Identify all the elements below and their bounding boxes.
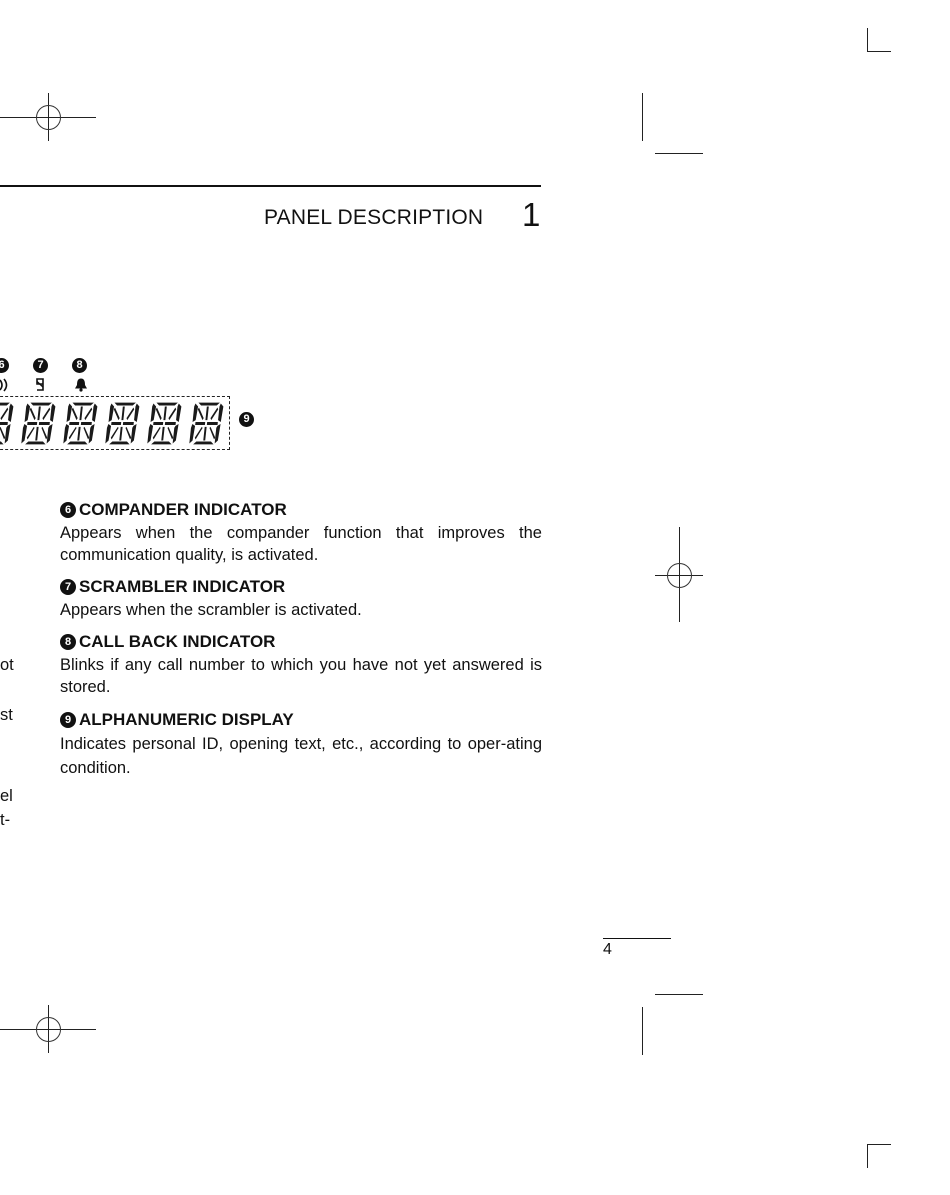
section-number: 8	[60, 634, 76, 650]
page-number: 4	[603, 941, 612, 958]
callout-8: 8	[72, 358, 87, 373]
callout-9: 9	[239, 412, 254, 427]
section-body: Appears when the scrambler is activated.	[60, 601, 362, 619]
section-compander: 6 COMPANDER INDICATOR Appears when the c…	[60, 500, 542, 566]
page-number-rule	[603, 938, 671, 939]
section-body: Blinks if any call number to which you h…	[60, 656, 542, 696]
callout-6: 6	[0, 358, 9, 373]
lcd-digit	[21, 402, 56, 445]
scrambler-icon	[36, 378, 44, 391]
section-heading: 7 SCRAMBLER INDICATOR	[60, 577, 542, 597]
edge-fragment: st	[0, 706, 13, 724]
chapter-number: 1	[522, 196, 541, 233]
section-alphanumeric: 9 ALPHANUMERIC DISPLAY Indicates persona…	[60, 710, 542, 780]
section-heading: 6 COMPANDER INDICATOR	[60, 500, 542, 520]
bell-icon	[75, 378, 87, 392]
section-title: COMPANDER INDICATOR	[79, 500, 287, 519]
section-call-back: 8 CALL BACK INDICATOR Blinks if any call…	[60, 632, 542, 698]
lcd-digit	[105, 402, 140, 445]
section-body: Indicates personal ID, opening text, etc…	[60, 735, 542, 777]
edge-fragment: t-	[0, 811, 11, 829]
section-scrambler: 7 SCRAMBLER INDICATOR Appears when the s…	[60, 577, 542, 621]
section-title: CALL BACK INDICATOR	[79, 632, 276, 651]
edge-fragment: el	[0, 787, 13, 805]
section-number: 7	[60, 579, 76, 595]
section-body: Appears when the compander function that…	[60, 524, 542, 564]
alphanumeric-display	[0, 396, 230, 450]
lcd-digit	[147, 402, 182, 445]
section-number: 6	[60, 502, 76, 518]
section-heading: 8 CALL BACK INDICATOR	[60, 632, 542, 652]
lcd-digit	[0, 402, 14, 445]
lcd-digit	[189, 402, 224, 445]
section-title: ALPHANUMERIC DISPLAY	[79, 710, 294, 729]
header-rule	[0, 185, 541, 187]
section-heading: 9 ALPHANUMERIC DISPLAY	[60, 710, 542, 730]
section-number: 9	[60, 712, 76, 728]
edge-fragment: ot	[0, 656, 14, 674]
compander-icon	[0, 378, 8, 392]
callout-7: 7	[33, 358, 48, 373]
lcd-digit	[63, 402, 98, 445]
section-title: SCRAMBLER INDICATOR	[79, 577, 286, 596]
page-title: PANEL DESCRIPTION	[264, 206, 484, 229]
